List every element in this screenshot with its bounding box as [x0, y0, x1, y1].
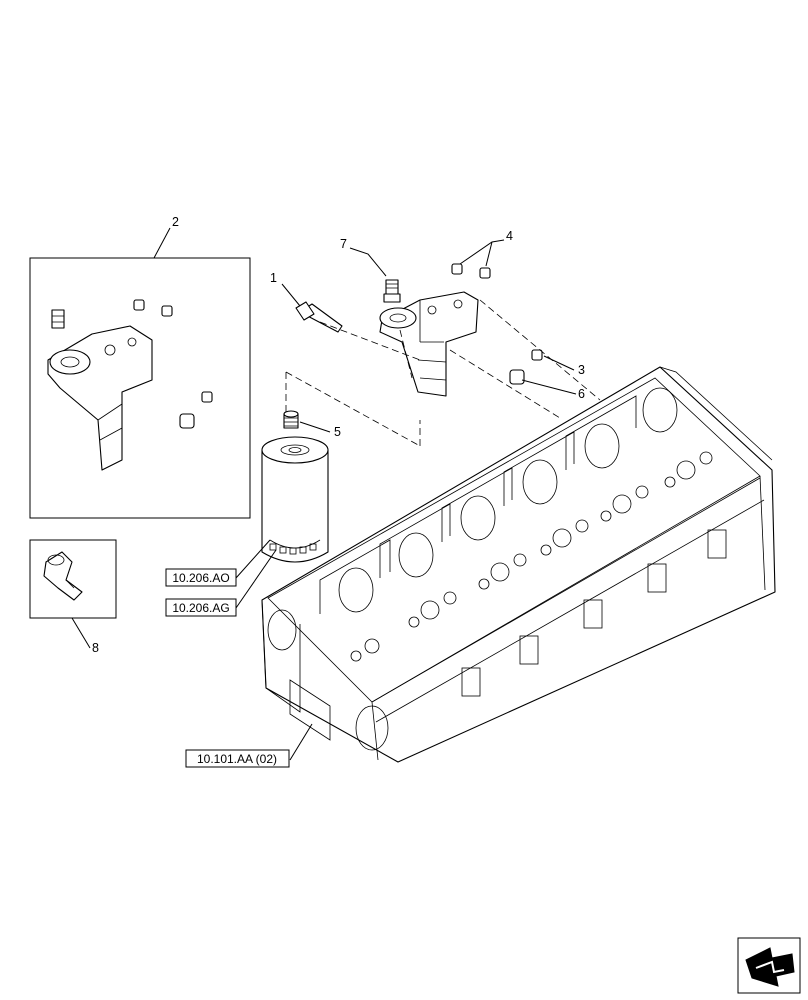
- callout-1: 1: [270, 271, 277, 285]
- callout-6: 6: [578, 387, 585, 401]
- callout-7: 7: [340, 237, 347, 251]
- reference-10-206-ao[interactable]: 10.206.AO: [165, 568, 237, 587]
- filter-head-assembly-icon: [47, 299, 213, 471]
- plugs-drawing: [451, 263, 543, 385]
- sensor-icon: [43, 551, 83, 601]
- oil-filter-drawing: [261, 436, 329, 563]
- callout-8: 8: [92, 641, 99, 655]
- reference-label: 10.101.AA (02): [197, 752, 277, 766]
- leader-lines: [71, 227, 577, 761]
- arrow-icon[interactable]: [737, 937, 801, 994]
- kit-box: [29, 257, 251, 519]
- reference-10-206-ag[interactable]: 10.206.AG: [165, 598, 237, 617]
- reference-10-101-aa[interactable]: 10.101.AA (02): [185, 749, 290, 768]
- sensor-box: [29, 539, 117, 619]
- callout-2: 2: [172, 215, 179, 229]
- bolt-drawing: [295, 301, 343, 333]
- cylinder-head-drawing: [261, 366, 776, 763]
- filter-head-drawing: [379, 279, 479, 397]
- nipple-drawing: [283, 410, 299, 429]
- callout-5: 5: [334, 425, 341, 439]
- reference-label: 10.206.AO: [172, 571, 229, 585]
- reference-label: 10.206.AG: [172, 601, 229, 615]
- callout-numbers: 1 2 3 4 5 6 7 8: [92, 215, 585, 655]
- callout-3: 3: [578, 363, 585, 377]
- assembly-lines: [285, 299, 601, 447]
- callout-4: 4: [506, 229, 513, 243]
